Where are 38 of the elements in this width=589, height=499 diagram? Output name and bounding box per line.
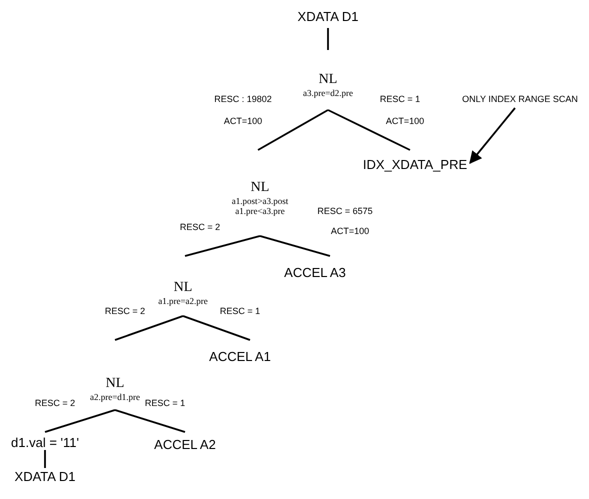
edge-label: RESC : 19802: [214, 95, 272, 105]
arrow: [469, 107, 516, 164]
cost-label: ACT=100: [386, 117, 424, 127]
edge-label: RESC = 2: [180, 223, 220, 233]
join-operator: NL: [318, 72, 338, 88]
join-operator: NL: [106, 376, 124, 392]
join-operator: NL: [250, 180, 270, 196]
table-access-label: d1.val = '11': [11, 436, 79, 451]
edge-label: RESC = 2: [34, 399, 76, 409]
table-access-label: ACCEL A1: [209, 350, 271, 365]
cost-label: ACT=100: [330, 227, 370, 237]
table-access-label: ACCEL A3: [284, 266, 346, 281]
table-access-label: ACCEL A2: [154, 438, 216, 453]
tree-branch-line: [44, 450, 46, 468]
tree-branch-line: [258, 109, 328, 151]
table-access-label: XDATA D1: [14, 470, 76, 485]
table-access-label: IDX_XDATA_PRE: [362, 158, 468, 173]
tree-branch-line: [327, 28, 329, 50]
join-operator: NL: [174, 280, 192, 296]
edge-label: RESC = 6575: [317, 207, 373, 217]
join-condition: a2.pre=d1.pre: [88, 392, 142, 402]
tree-branch-line: [328, 109, 410, 151]
tree-branch-line: [44, 409, 116, 433]
join-condition: a1.pre=a2.pre: [157, 296, 209, 306]
edge-label: RESC = 1: [380, 95, 420, 105]
edge-label: RESC = 1: [220, 307, 260, 317]
table-access-label: XDATA D1: [298, 10, 358, 25]
tree-branch-line: [114, 409, 186, 433]
edge-label: RESC = 2: [104, 307, 146, 317]
tree-branch-line: [260, 235, 330, 257]
annotation-note: ONLY INDEX RANGE SCAN: [462, 94, 578, 104]
tree-branch-line: [184, 235, 260, 257]
tree-branch-line: [182, 315, 250, 341]
join-condition: a3.pre=d2.pre: [302, 88, 354, 98]
tree-branch-line: [114, 315, 184, 341]
join-condition: a1.post>a3.post a1.pre<a3.pre: [230, 196, 290, 217]
cost-label: ACT=100: [224, 117, 262, 127]
edge-label: RESC = 1: [144, 399, 186, 409]
